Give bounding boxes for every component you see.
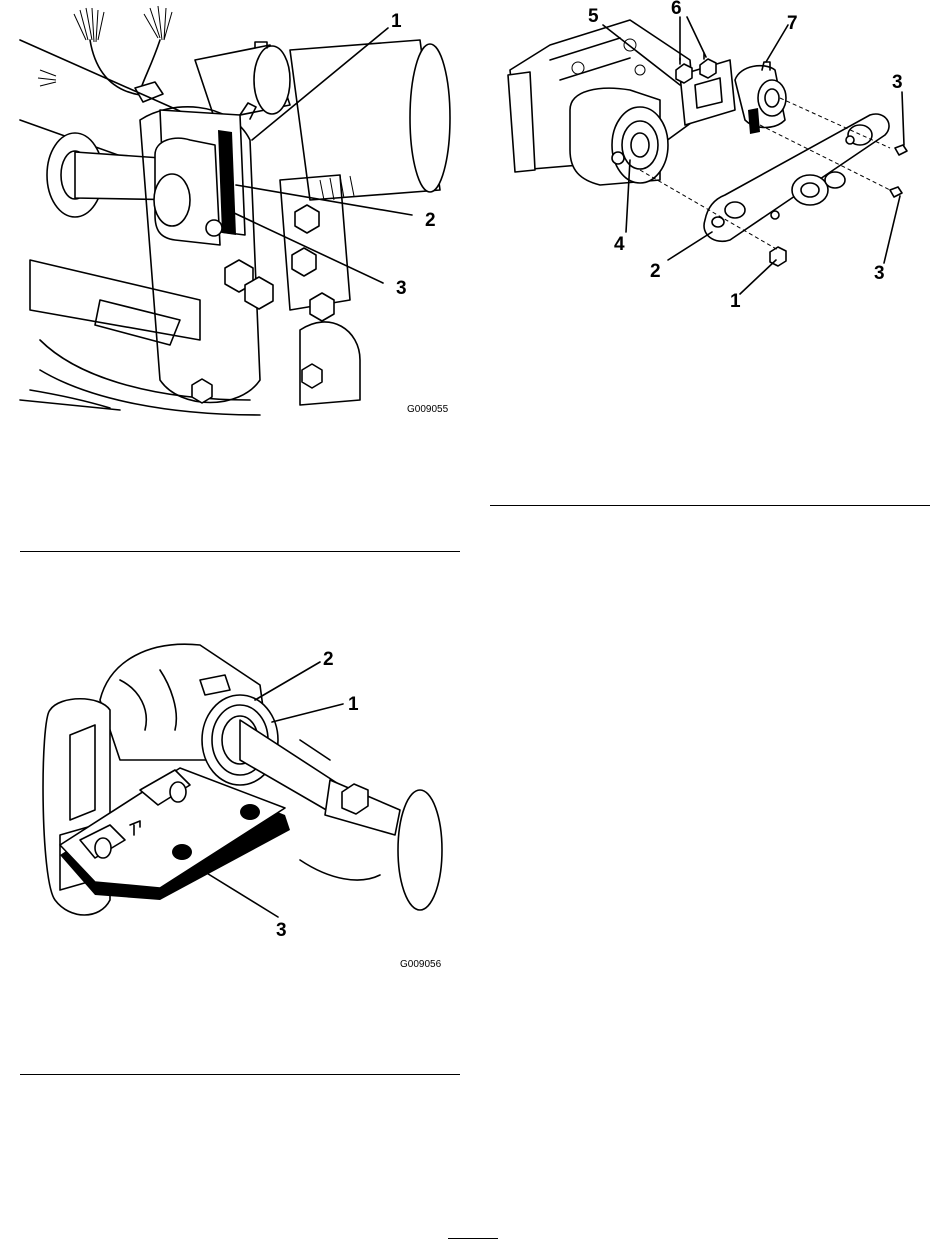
section-divider xyxy=(20,1074,460,1075)
callout-1: 1 xyxy=(730,291,741,312)
callout-5: 5 xyxy=(588,6,599,27)
section-divider xyxy=(490,505,930,506)
callout-7: 7 xyxy=(787,13,798,34)
callout-2: 2 xyxy=(650,261,661,282)
figure-id: G009056 xyxy=(400,959,442,970)
callout-3: 3 xyxy=(874,263,885,284)
figure-2-shim-plate: 2 1 3 G009056 xyxy=(0,620,470,980)
reel-housing-illustration xyxy=(508,20,695,185)
figure-id: G009055 xyxy=(407,404,449,415)
page-number-rule xyxy=(448,1238,498,1239)
callout-3: 3 xyxy=(396,278,407,299)
callout-6: 6 xyxy=(671,0,682,19)
mount-bracket-illustration xyxy=(676,53,735,125)
callout-4: 4 xyxy=(614,234,625,255)
wire-brush-illustration xyxy=(38,6,172,102)
callout-2: 2 xyxy=(323,649,334,670)
bearing-block-illustration xyxy=(154,110,245,245)
callout-1: 1 xyxy=(391,11,402,32)
callout-2: 2 xyxy=(425,210,436,231)
figure-1-bearing-housing: 1 2 3 G009055 xyxy=(0,0,470,430)
side-plate-illustration xyxy=(704,114,889,241)
callout-3: 3 xyxy=(892,72,903,93)
figure-3-exploded-view: 5 6 7 3 4 2 1 3 xyxy=(490,0,950,320)
figure-3-illustration: 5 6 7 3 4 2 1 3 xyxy=(490,0,950,320)
callout-3: 3 xyxy=(276,920,287,941)
figure-2-illustration: 2 1 3 G009056 xyxy=(0,620,470,980)
adjuster-illustration xyxy=(735,62,786,134)
callout-1: 1 xyxy=(348,694,359,715)
section-divider xyxy=(20,551,460,552)
figure-1-illustration: 1 2 3 G009055 xyxy=(0,0,470,430)
